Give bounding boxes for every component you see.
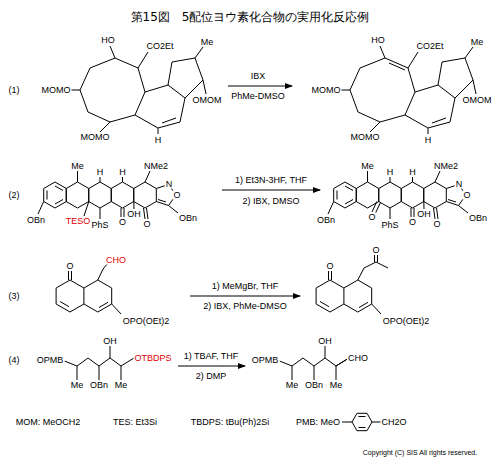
atom-label: O bbox=[142, 220, 151, 229]
atom-label: OPO(OEt)2 bbox=[122, 317, 171, 326]
copyright-note: Copyright (C) SIS All rights reserved. bbox=[362, 449, 478, 456]
atom-label: OBn bbox=[89, 381, 109, 390]
atom-label: O bbox=[367, 213, 376, 222]
atom-label: H bbox=[386, 168, 395, 177]
bond bbox=[342, 422, 382, 423]
atom-label: HO bbox=[370, 36, 386, 45]
atom-label: OH bbox=[416, 210, 432, 219]
abbreviation-note: CH2O bbox=[380, 418, 407, 427]
atom-label: OH bbox=[102, 337, 118, 346]
atom-label: MOMO bbox=[41, 86, 72, 95]
abbreviation-note: TES: Et3Si bbox=[112, 418, 158, 427]
reaction-arrow bbox=[228, 86, 292, 87]
double-bond bbox=[389, 63, 405, 70]
atom-label: OBn bbox=[26, 216, 46, 225]
reagent-label: PhMe-DMSO bbox=[230, 92, 286, 101]
step-number: (3) bbox=[8, 292, 21, 301]
atom-label: PhS bbox=[380, 221, 399, 230]
atom-label: CHO bbox=[347, 354, 369, 363]
atom-label: NMe2 bbox=[433, 162, 459, 171]
atom-label: TESO bbox=[65, 217, 92, 226]
atom-label: CO2Et bbox=[415, 42, 444, 51]
bond bbox=[84, 202, 89, 217]
atom-label: O bbox=[65, 262, 74, 271]
atom-label: MOMO bbox=[80, 133, 111, 142]
atom-label: N bbox=[165, 180, 174, 189]
reaction-arrow bbox=[222, 190, 320, 191]
abbreviation-note: PMB: MeO bbox=[295, 418, 341, 427]
atom-label: H bbox=[154, 136, 163, 145]
atom-label: OPMB bbox=[36, 356, 65, 365]
reagent-label: 1) TBAF, THF bbox=[183, 352, 240, 361]
atom-label: O bbox=[432, 220, 441, 229]
atom-label: Me bbox=[470, 38, 485, 47]
figure-title: 第15図 5配位ヨウ素化合物の実用化反応例 bbox=[0, 9, 500, 26]
atom-label: CO2Et bbox=[145, 42, 174, 51]
product bbox=[277, 346, 349, 380]
abbreviation-note: TBDPS: tBu(Ph)2Si bbox=[190, 418, 271, 427]
atom-label: Me bbox=[285, 381, 300, 390]
double-bond bbox=[372, 202, 381, 214]
reagent-label: 2) IBX, PhMe-DMSO bbox=[202, 302, 288, 311]
product bbox=[339, 46, 476, 134]
atom-label: O bbox=[408, 218, 417, 227]
atom-label: Me bbox=[70, 162, 85, 171]
atom-label: H bbox=[424, 136, 433, 145]
benzene-ring bbox=[352, 413, 372, 430]
step-number: (2) bbox=[8, 191, 21, 200]
atom-label: OBn bbox=[468, 214, 488, 223]
reagent-label: 2) IBX, DMSO bbox=[241, 197, 300, 206]
atom-label: OPO(OEt)2 bbox=[382, 317, 431, 326]
atom-label: O bbox=[325, 262, 334, 271]
reaction-arrow bbox=[178, 366, 245, 367]
reagent-label: 2) DMP bbox=[195, 372, 228, 381]
atom-label: OTBDPS bbox=[133, 354, 172, 363]
atom-label: Me bbox=[200, 38, 215, 47]
starting-material bbox=[38, 171, 178, 219]
atom-label: OMOM bbox=[192, 96, 223, 105]
atom-label: Me bbox=[114, 381, 129, 390]
atom-label: O bbox=[118, 218, 127, 227]
atom-label: OBn bbox=[304, 381, 324, 390]
product bbox=[328, 171, 468, 219]
atom-label: CHO bbox=[105, 256, 127, 265]
step-number: (4) bbox=[8, 356, 21, 365]
atom-label: HO bbox=[100, 36, 116, 45]
atom-label: OH bbox=[317, 337, 333, 346]
atom-label: H bbox=[408, 168, 417, 177]
starting-material bbox=[56, 271, 121, 314]
reaction-arrow bbox=[190, 296, 300, 297]
step-number: (1) bbox=[8, 86, 21, 95]
starting-material bbox=[62, 346, 134, 380]
atom-label: OH bbox=[126, 210, 142, 219]
reagent-label: 1) Et3N-3HF, THF bbox=[234, 176, 308, 185]
atom-label: O bbox=[462, 191, 471, 200]
atom-label: OMOM bbox=[462, 96, 493, 105]
reagent-label: IBX bbox=[250, 72, 267, 81]
atom-label: O bbox=[371, 246, 380, 255]
atom-label: PhS bbox=[90, 221, 109, 230]
atom-label: H bbox=[118, 168, 127, 177]
atom-label: OBn bbox=[178, 214, 198, 223]
starting-material bbox=[69, 46, 206, 134]
product bbox=[316, 271, 381, 314]
atom-label: O bbox=[172, 191, 181, 200]
bond bbox=[98, 263, 108, 280]
bond bbox=[358, 255, 388, 280]
atom-label: OBn bbox=[316, 216, 336, 225]
atom-label: NMe2 bbox=[143, 162, 169, 171]
atom-label: Me bbox=[329, 381, 344, 390]
atom-label: Me bbox=[360, 162, 375, 171]
abbreviation-note: MOM: MeOCH2 bbox=[15, 418, 82, 427]
atom-label: H bbox=[96, 168, 105, 177]
atom-label: N bbox=[455, 180, 464, 189]
atom-label: MOMO bbox=[350, 133, 381, 142]
atom-label: OPMB bbox=[251, 356, 280, 365]
reagent-label: 1) MeMgBr, THF bbox=[211, 282, 279, 291]
atom-label: Me bbox=[70, 381, 85, 390]
atom-label: MOMO bbox=[311, 86, 342, 95]
